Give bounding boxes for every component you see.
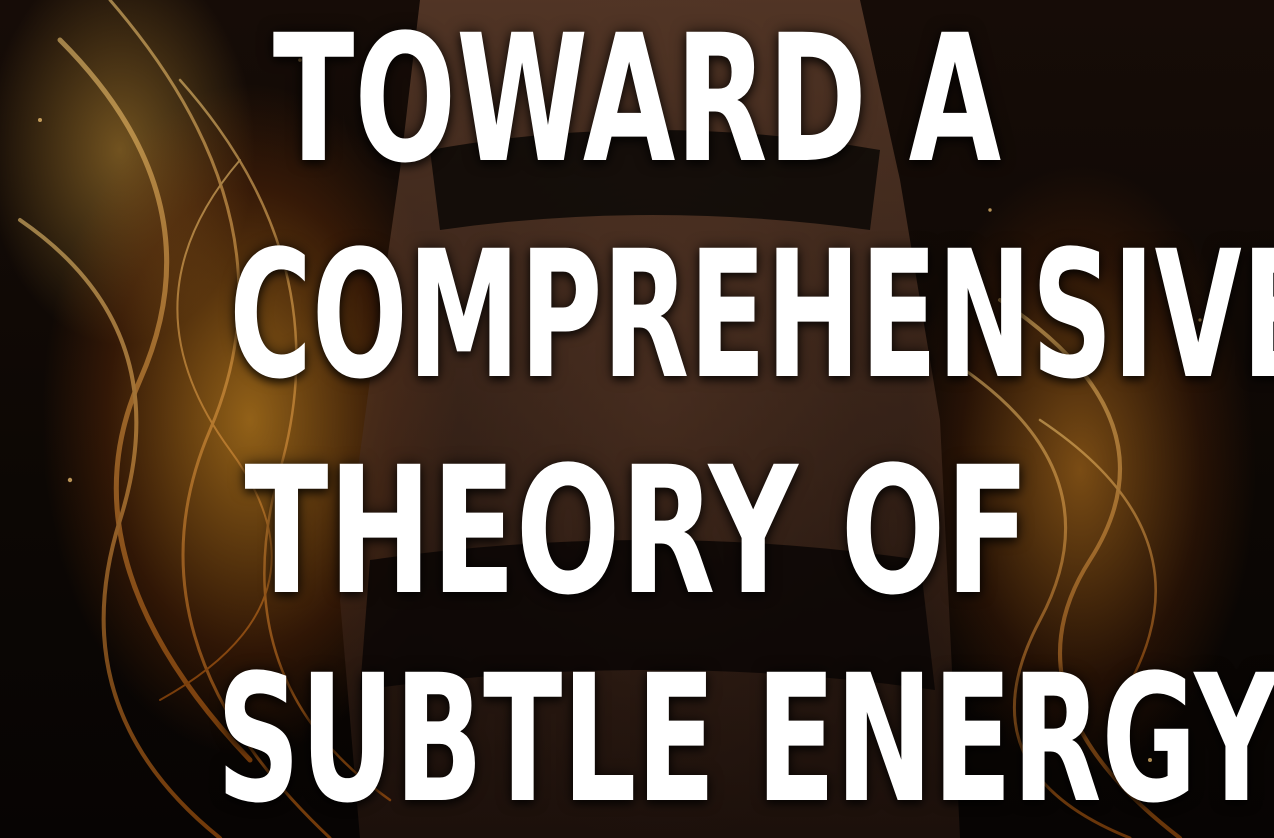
headline-line-3: THEORY OF xyxy=(244,429,1030,634)
headline-line-1: TOWARD A xyxy=(272,0,1002,202)
headline-line-2: COMPREHENSIVE xyxy=(229,213,1274,418)
headline-line-4: SUBTLE ENERGY xyxy=(216,637,1274,838)
